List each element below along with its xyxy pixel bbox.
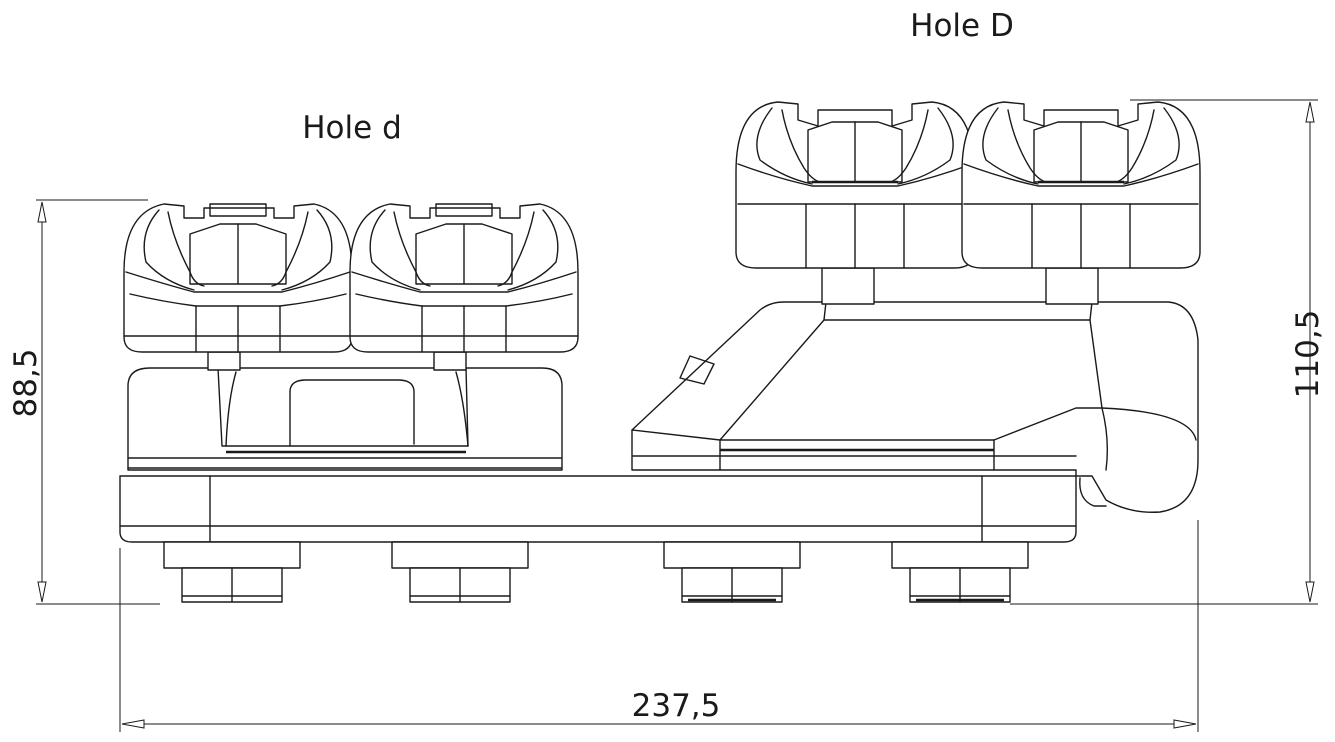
dimension-label-height-large: 110,5 <box>1290 310 1326 399</box>
dimension-label-height-small: 88,5 <box>8 348 44 417</box>
hole-small-label: Hole d <box>302 110 402 146</box>
nut-3 <box>663 541 801 603</box>
nut-4 <box>891 541 1029 603</box>
bolt-shank-large-2 <box>1045 267 1099 305</box>
base-plate <box>119 475 1077 543</box>
nut-1 <box>163 541 301 603</box>
nut-2 <box>391 541 529 603</box>
bolt-shank-small-1 <box>207 351 241 371</box>
bolt-shank-large-1 <box>821 267 875 305</box>
dimension-width-total <box>119 520 1199 732</box>
large-clamp-2 <box>960 100 1202 270</box>
large-clamp-1 <box>734 100 976 270</box>
dimension-height-large <box>1010 99 1318 605</box>
small-clamp-base <box>127 367 563 471</box>
large-clamp-base <box>631 301 1199 513</box>
bolt-shank-small-2 <box>433 351 467 371</box>
dimension-label-width-total: 237,5 <box>632 688 721 724</box>
small-clamp-2 <box>349 203 579 353</box>
hole-large-label: Hole D <box>910 8 1014 44</box>
dimension-height-small <box>36 199 160 605</box>
small-clamp-1 <box>123 203 353 353</box>
